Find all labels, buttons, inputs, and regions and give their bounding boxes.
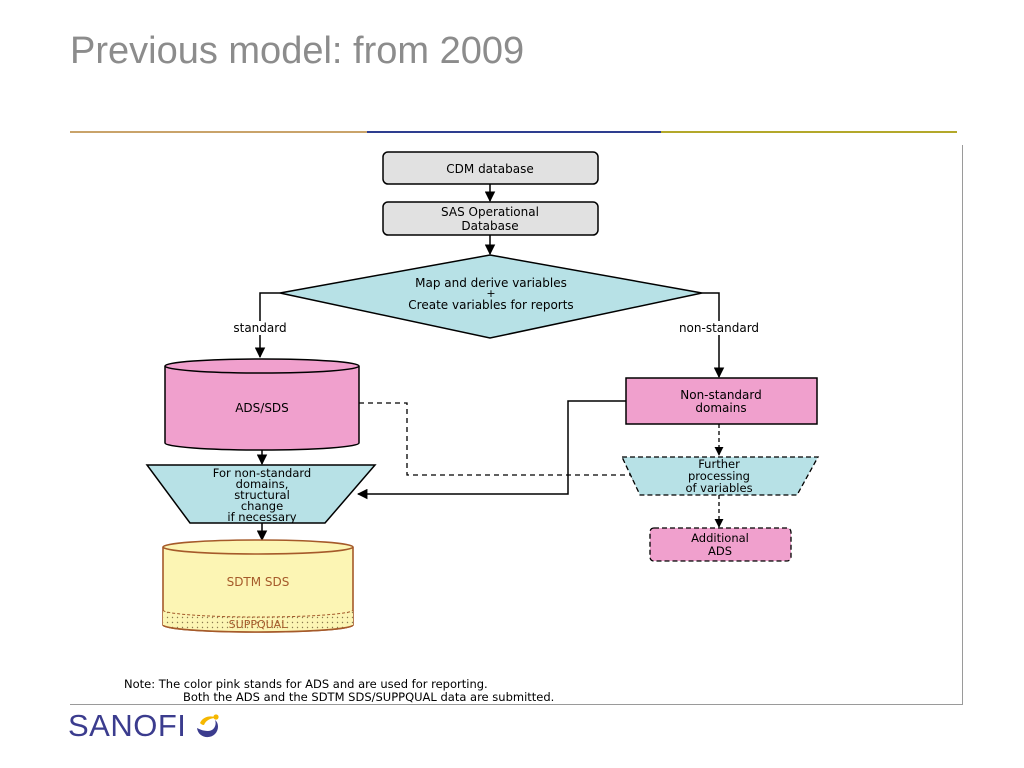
further-processing-node: Further processing of variables	[620, 456, 820, 496]
ads-sds-label: ADS/SDS	[235, 401, 289, 415]
structural-label-1: For non-standard	[213, 466, 311, 480]
arrow-nonstandard-to-structural	[356, 400, 626, 500]
nonstandard-domains-label-2: domains	[695, 401, 746, 415]
arrow-standard-branch	[254, 292, 280, 359]
standard-label-bg	[218, 321, 302, 335]
sanofi-logo: SANOFI	[68, 708, 224, 744]
note-line-2: Both the ADS and the SDTM SDS/SUPPQUAL d…	[183, 690, 554, 704]
decision-label-2: +	[486, 287, 495, 300]
sdtm-sds-cylinder: SDTM SDS SUPPQUAL	[162, 539, 354, 633]
structural-label-3: structural	[234, 488, 290, 502]
nonstandard-domains-label-1: Non-standard	[680, 388, 761, 402]
page-title: Previous model: from 2009	[70, 30, 525, 72]
nonstandard-domains-node: Non-standard domains	[625, 377, 818, 425]
decision-label-3: Create variables for reports	[408, 298, 573, 312]
structural-change-node: For non-standard domains, structural cha…	[145, 464, 377, 524]
further-label-2: processing	[688, 469, 750, 483]
logo-text: SANOFI	[68, 708, 187, 743]
sas-operational-label-2: Database	[461, 219, 518, 233]
note-line-1: Note: The color pink stands for ADS and …	[124, 677, 488, 691]
sas-operational-database-node: SAS Operational Database	[382, 201, 599, 236]
sanofi-bird-icon	[192, 710, 224, 742]
ads-sds-cylinder: ADS/SDS	[164, 358, 360, 451]
sas-operational-label-1: SAS Operational	[441, 205, 539, 219]
structural-label-5: if necessary	[227, 510, 296, 524]
map-derive-decision-node: Map and derive variables + Create variab…	[279, 254, 703, 339]
structural-label-4: change	[241, 499, 283, 513]
cdm-database-node: CDM database	[382, 151, 599, 185]
additional-ads-label-1: Additional	[691, 531, 749, 545]
additional-ads-label-2: ADS	[708, 544, 732, 558]
sdtm-sds-label: SDTM SDS	[227, 575, 290, 589]
suppqual-label: SUPPQUAL	[229, 618, 289, 631]
nonstandard-label-bg	[656, 321, 784, 335]
title-divider-left	[70, 131, 367, 133]
dashed-arrow-ads-to-further	[359, 402, 641, 480]
further-label-1: Further	[698, 457, 740, 471]
additional-ads-node: Additional ADS	[649, 527, 792, 562]
diagram-frame	[70, 145, 963, 705]
arrow-nonstandard-branch	[702, 292, 725, 379]
structural-label-2: domains,	[236, 477, 289, 491]
cdm-database-label: CDM database	[446, 162, 533, 176]
standard-branch-label: standard	[233, 321, 286, 335]
title-divider-right	[661, 131, 957, 133]
nonstandard-branch-label: non-standard	[679, 321, 759, 335]
further-label-3: of variables	[685, 481, 752, 495]
title-divider-middle	[367, 131, 661, 133]
decision-label-1: Map and derive variables	[415, 276, 567, 290]
